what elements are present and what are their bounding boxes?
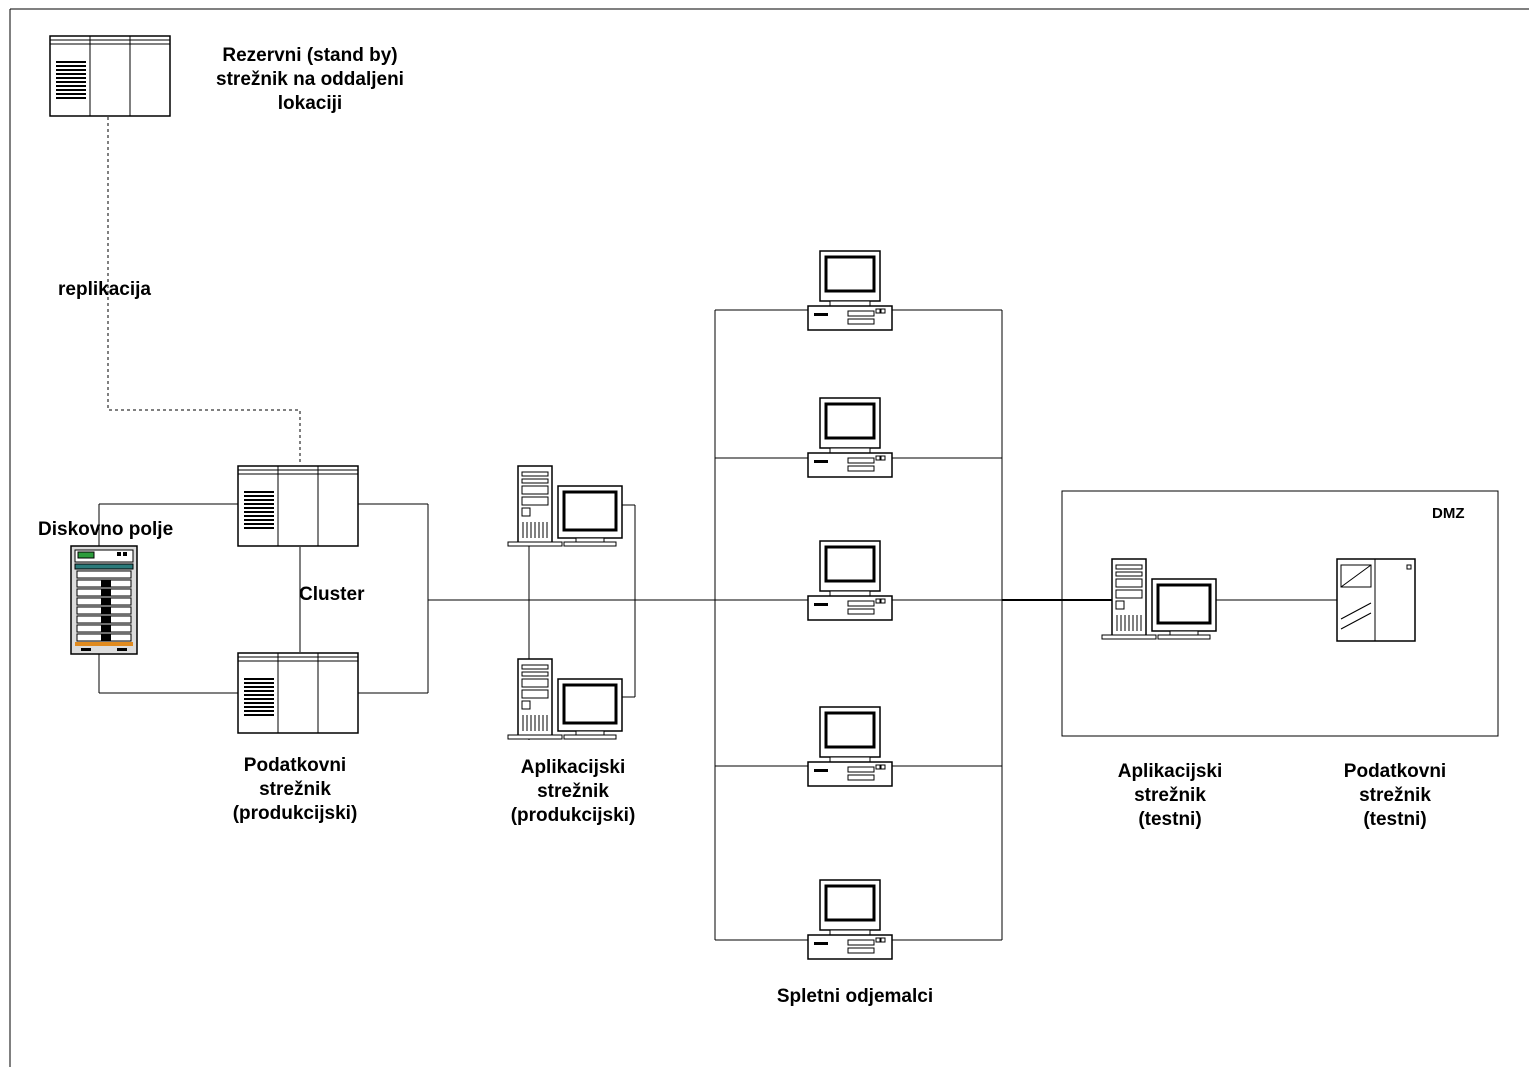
web-clients-label: Spletni odjemalci	[776, 986, 934, 1007]
db-server-test-icon	[1336, 558, 1416, 642]
db-server-1-icon	[237, 465, 359, 547]
cluster-label: Cluster	[299, 584, 365, 605]
app-server-1-icon	[506, 464, 624, 548]
db-server-prod-label: Podatkovni strežnik (produkcijski)	[232, 755, 358, 824]
web-client-1-icon	[806, 249, 894, 332]
app-server-prod-label: Aplikacijski strežnik (produkcijski)	[510, 757, 636, 826]
standby-server-icon	[49, 35, 171, 117]
dmz-label: DMZ	[1432, 505, 1465, 522]
db-server-test-label: Podatkovni strežnik (testni)	[1343, 761, 1447, 830]
web-client-4-icon	[806, 705, 894, 788]
replication-label: replikacija	[58, 279, 151, 300]
disk-array-label: Diskovno polje	[38, 519, 174, 540]
app-server-test-icon	[1100, 557, 1218, 641]
app-server-2-icon	[506, 657, 624, 741]
web-client-5-icon	[806, 878, 894, 961]
web-client-2-icon	[806, 396, 894, 479]
replication-link	[107, 117, 301, 465]
disk-array-icon	[70, 545, 138, 655]
db-server-2-icon	[237, 652, 359, 734]
dmz-zone	[1061, 490, 1499, 737]
standby-server-label: Rezervni (stand by) strežnik na oddaljen…	[216, 45, 404, 114]
web-client-3-icon	[806, 539, 894, 622]
app-server-test-label: Aplikacijski strežnik (testni)	[1117, 761, 1223, 830]
